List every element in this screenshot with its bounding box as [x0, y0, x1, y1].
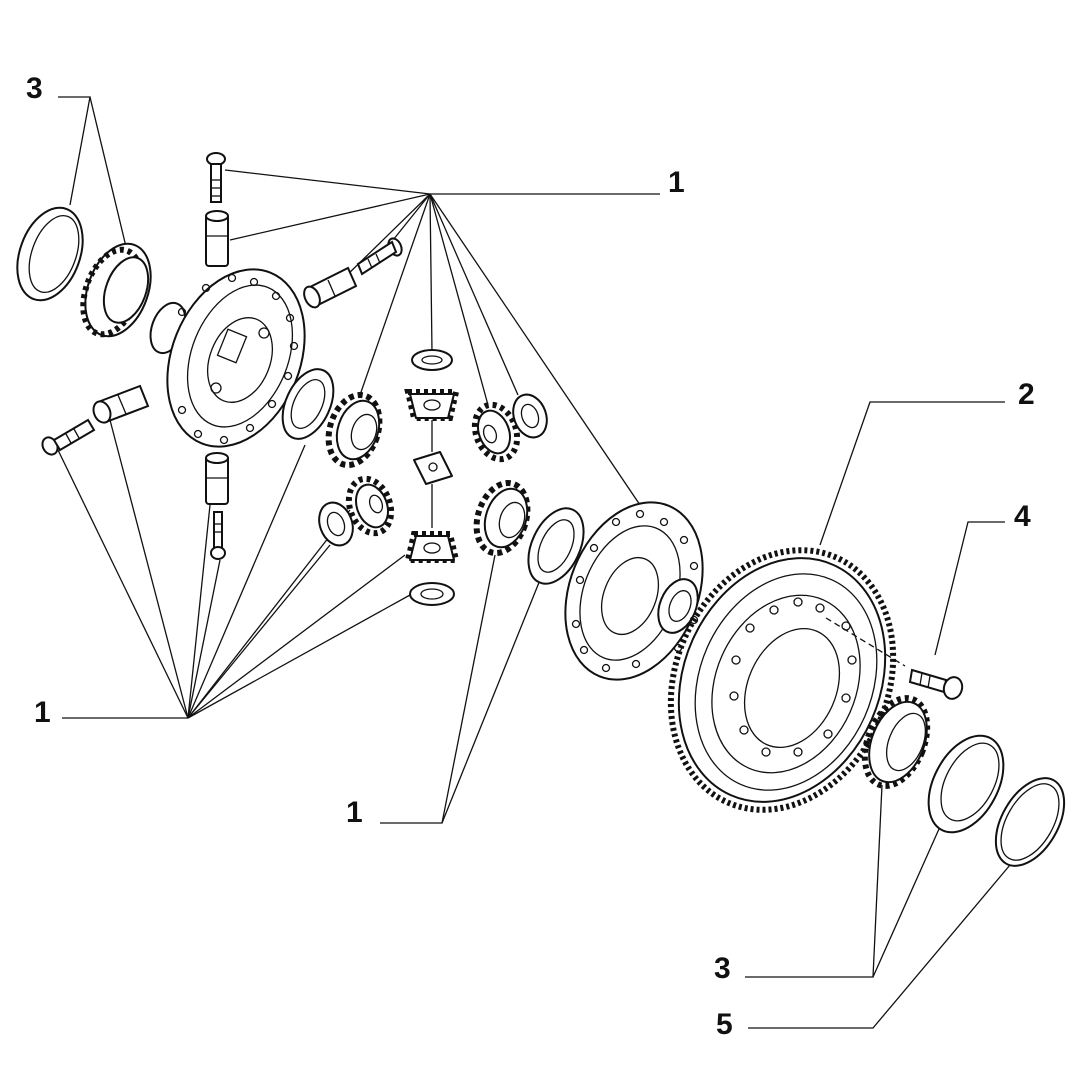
cross-block — [413, 420, 453, 528]
ring-gear-bolt-holes — [729, 597, 857, 757]
leader-3-to-bearing-right — [745, 784, 883, 978]
callout-3-top-left: 3 — [26, 72, 43, 105]
callout-1-left: 1 — [34, 696, 51, 729]
callout-1-top-right: 1 — [668, 166, 685, 199]
pin-left — [92, 384, 150, 424]
ring-gear-bolt — [908, 668, 964, 700]
bolt-top — [206, 152, 226, 203]
washer-bottom — [409, 582, 455, 606]
leader-1-to-bolt-top — [224, 169, 431, 195]
leader-1-to-washer-left — [187, 444, 306, 719]
washer-bottom-left — [318, 501, 354, 547]
pin-top — [205, 210, 229, 267]
leader-4-to-ring-bolt — [934, 521, 1005, 656]
leader-1-to-case-right — [429, 193, 641, 506]
side-gear-left — [325, 391, 383, 469]
thrust-washer-left — [281, 368, 335, 440]
washer-top — [411, 349, 453, 371]
leader-1-to-washer-bottom — [187, 594, 411, 719]
leader-1-to-pinion-bottom — [187, 554, 406, 719]
leader-1-to-bolt-bottom — [187, 559, 221, 719]
differential-case-left — [149, 268, 306, 448]
bolt-bottom — [210, 511, 226, 560]
pin-right — [303, 266, 358, 309]
callout-3-bottom: 3 — [714, 952, 731, 985]
callout-2: 2 — [1018, 378, 1035, 411]
leader-1-to-side-gear-left — [359, 193, 431, 396]
bolt-left — [41, 418, 96, 456]
leader-1-to-bolt-left — [57, 449, 189, 719]
callout-4: 4 — [1014, 500, 1031, 533]
pinion-left — [345, 475, 395, 537]
thrust-washer-right — [527, 507, 585, 585]
pinion-top — [404, 389, 460, 421]
callout-5: 5 — [716, 1008, 733, 1041]
callout-labels: 3 1 2 4 1 1 3 5 — [26, 72, 1035, 1041]
bearing-cup-left — [16, 206, 84, 302]
leader-3-to-bearing-left — [89, 96, 129, 256]
bolt-right — [356, 237, 403, 276]
leader-1-to-pinion-right — [429, 193, 489, 406]
pinion-right — [471, 401, 521, 463]
leader-3-to-bearing-cup-left — [58, 96, 91, 206]
leader-1-to-pinion-left — [187, 509, 351, 719]
washer-right — [512, 393, 548, 439]
leader-1-to-washer-right — [429, 193, 519, 396]
adjusting-shim — [994, 777, 1066, 867]
leader-1-to-thrust-washer-right — [441, 579, 541, 824]
leader-1-to-pin-bottom — [187, 504, 211, 719]
bearing-cup-right — [927, 734, 1005, 834]
case-left-bolt-holes — [177, 273, 299, 445]
leader-1-to-washer-bottom-left — [187, 544, 331, 719]
callout-1-center: 1 — [346, 796, 363, 829]
leader-lines — [57, 96, 1011, 1029]
case-right-bolt-holes — [571, 509, 699, 673]
leader-1-to-pin-left — [109, 419, 189, 719]
pin-bottom — [205, 452, 229, 505]
pinion-bottom — [404, 531, 460, 563]
leader-2-to-ring-gear — [819, 401, 1005, 546]
leader-1-to-pin-top — [229, 193, 431, 241]
leader-1-to-washer-top — [429, 193, 433, 353]
leader-5-to-shim — [748, 864, 1011, 1029]
side-gear-right — [473, 479, 531, 557]
leader-1-to-pin-right — [341, 193, 431, 281]
differential-case-right — [564, 501, 704, 681]
tapered-roller-bearing-left — [80, 242, 152, 338]
leader-3-to-bearing-cup-right — [872, 819, 944, 978]
tapered-roller-bearing-right — [861, 695, 931, 789]
